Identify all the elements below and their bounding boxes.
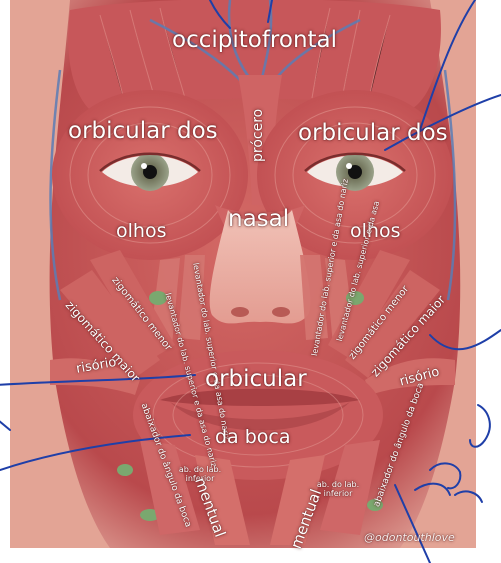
watermark-text: @odontouthlove bbox=[364, 531, 455, 544]
label-procero: prócero bbox=[250, 109, 266, 162]
label-orbicular-olhos-left-top: orbicular dos bbox=[68, 118, 218, 144]
label-nasal: nasal bbox=[228, 206, 289, 232]
label-orbicular-boca-top: orbicular bbox=[205, 366, 307, 392]
label-orbicular-olhos-right-top: orbicular dos bbox=[298, 120, 448, 146]
label-orbicular-boca-bottom: da boca bbox=[215, 426, 291, 448]
label-orbicular-olhos-left-bottom: olhos bbox=[116, 220, 166, 242]
label-occipitofrontal: occipitofrontal bbox=[172, 27, 337, 53]
